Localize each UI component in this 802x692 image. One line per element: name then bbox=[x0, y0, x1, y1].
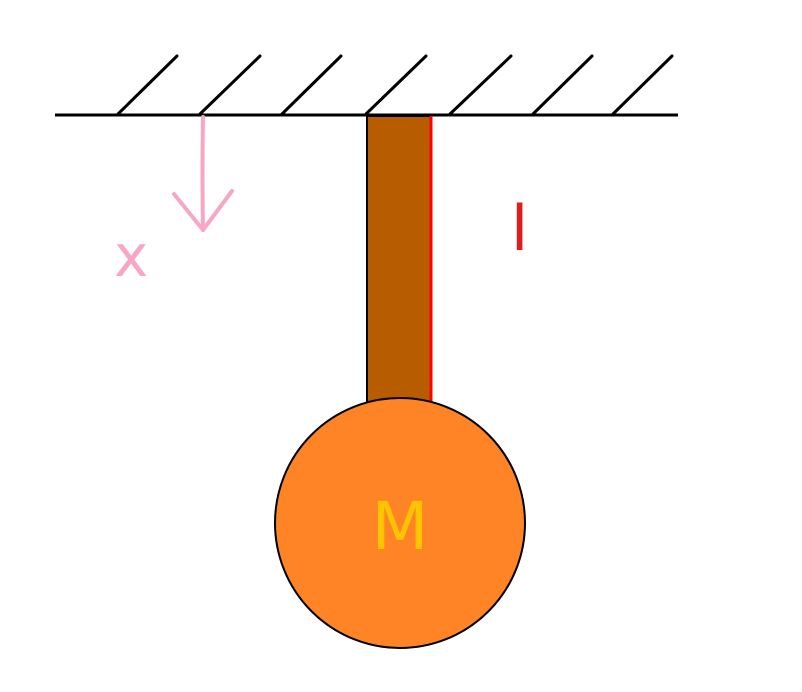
mass-label: M bbox=[372, 488, 429, 565]
rod bbox=[366, 115, 433, 407]
displacement-arrow: x bbox=[114, 115, 234, 290]
rod-body bbox=[366, 115, 432, 407]
down-arrow-icon bbox=[172, 115, 234, 232]
hatched-ceiling-icon bbox=[116, 54, 674, 116]
hatch-mark bbox=[364, 54, 428, 116]
hatch-mark bbox=[531, 54, 594, 116]
mass-bob: M bbox=[274, 397, 526, 649]
hatch-mark bbox=[198, 54, 262, 116]
displacement-label: x bbox=[114, 222, 148, 290]
arrow-head bbox=[172, 189, 234, 232]
hatch-mark bbox=[116, 54, 179, 116]
hatch-mark bbox=[280, 54, 343, 116]
arrow-shaft bbox=[200, 115, 205, 232]
hatch-mark bbox=[611, 54, 674, 116]
length-label: l bbox=[511, 192, 528, 265]
hatch-mark bbox=[448, 54, 513, 116]
mass-circle bbox=[274, 397, 526, 649]
